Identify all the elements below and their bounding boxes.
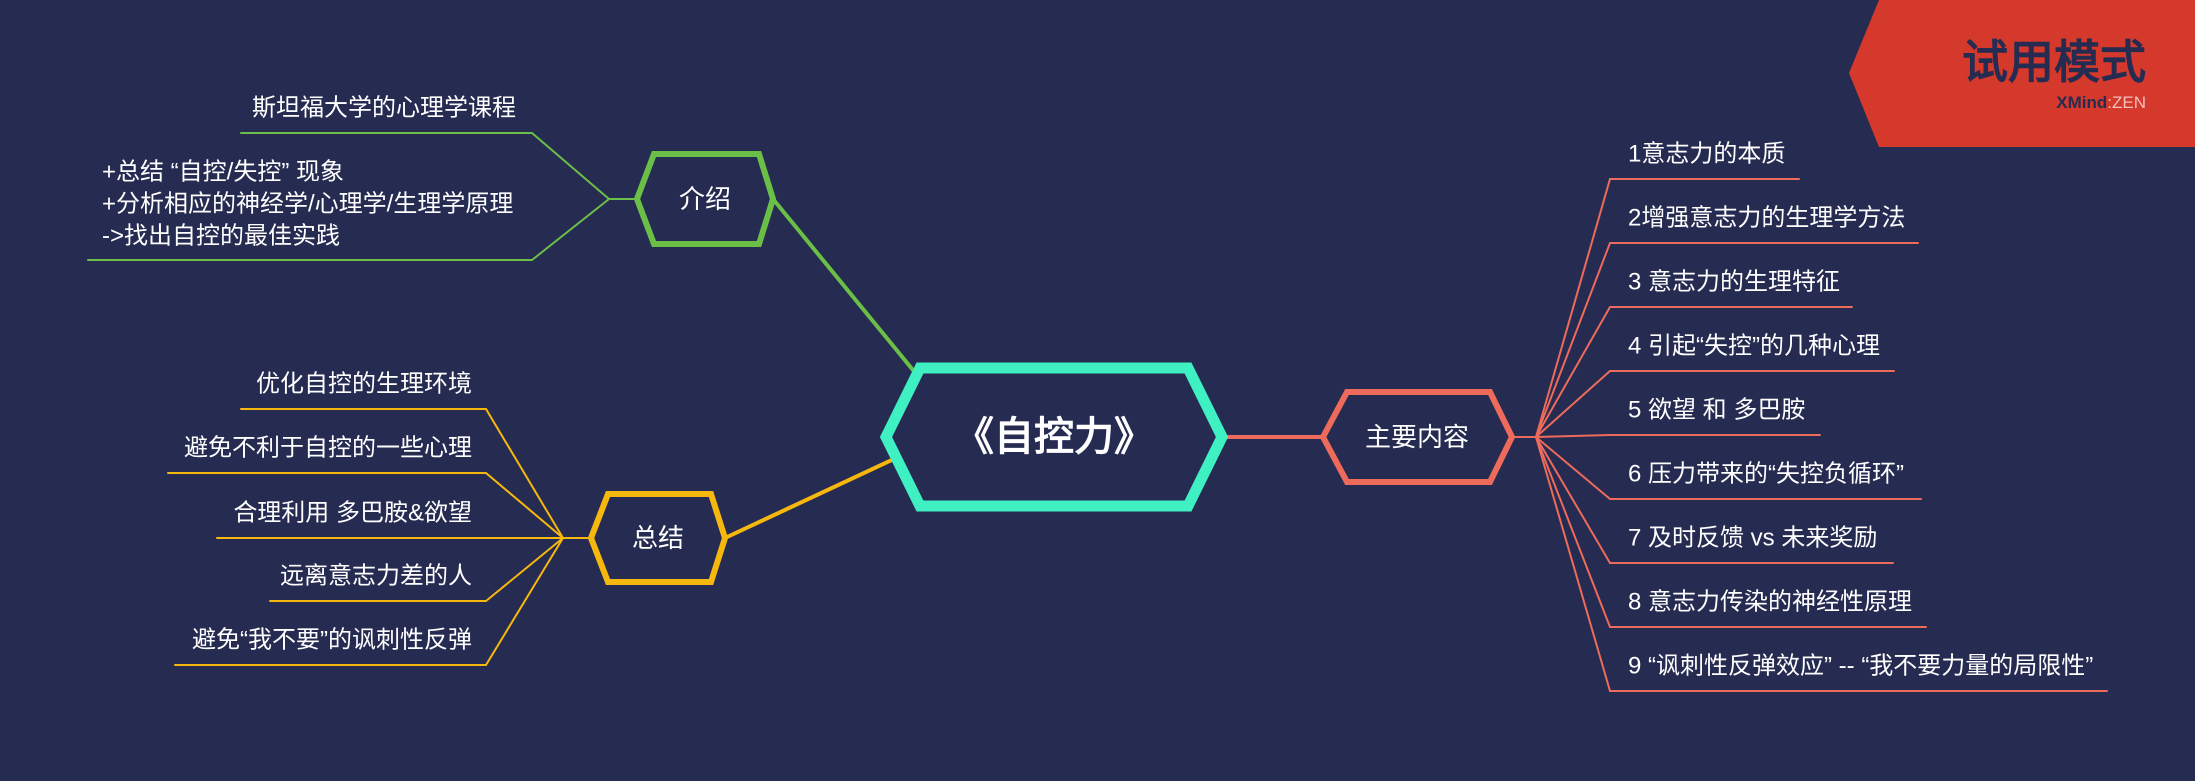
subtopic-label-line-1: +总结 “自控/失控” 现象 [102,159,344,186]
subtopic-intro-1[interactable]: 斯坦福大学的心理学课程 [240,95,533,134]
connector-main-content-subtopic-3 [1535,306,1611,438]
brand-edition: :ZEN [2107,93,2146,112]
subtopic-main-content-7[interactable]: 7 及时反馈 vs 未来奖励 [1609,525,1894,564]
central-topic[interactable]: 《自控力》 [879,362,1229,512]
subtopic-label: 4 引起“失控”的几种心理 [1628,333,1880,360]
subtopic-main-content-6[interactable]: 6 压力带来的“失控负循环” [1609,461,1922,500]
connector-main-content-subtopic-1 [1535,178,1611,438]
connector-main-content-subtopic-6 [1535,436,1611,500]
connector-summary-subtopic-1 [485,408,564,539]
subtopic-label: 6 压力带来的“失控负循环” [1628,461,1904,488]
subtopic-summary-5[interactable]: 避免“我不要”的讽刺性反弹 [174,627,487,666]
branch-connectors [723,197,1325,540]
subtopic-label-line-2: +分析相应的神经学/心理学/生理学原理 [102,191,513,218]
connector-main-content-subtopic-9 [1535,436,1611,692]
trial-mode-label: 试用模式 [1962,36,2146,88]
subtopic-label: 9 “讽刺性反弹效应” -- “我不要力量的局限性” [1628,653,2093,680]
topic-intro[interactable]: 介绍 [633,151,777,247]
subtopic-label: 优化自控的生理环境 [256,371,472,398]
subtopic-summary-2[interactable]: 避免不利于自控的一些心理 [167,435,487,474]
subtopic-main-content-9[interactable]: 9 “讽刺性反弹效应” -- “我不要力量的局限性” [1609,653,2108,692]
subtopic-label: 合理利用 多巴胺&欲望 [233,500,472,527]
subtopic-summary-3[interactable]: 合理利用 多巴胺&欲望 [216,500,487,539]
brand-name: XMind [2056,93,2107,112]
subtopic-main-content-3[interactable]: 3 意志力的生理特征 [1609,269,1853,308]
topic-summary[interactable]: 总结 [587,491,729,585]
connector-summary-subtopic-2 [485,472,564,539]
subtopic-label: 远离意志力差的人 [280,563,472,590]
connector-summary-subtopic-5 [485,537,564,666]
connector-main-content-subtopic-8 [1535,436,1611,628]
subtopic-label: 斯坦福大学的心理学课程 [252,95,516,122]
central-topic-shape [879,362,1229,512]
subtopic-main-content-2[interactable]: 2增强意志力的生理学方法 [1609,205,1919,244]
subtopic-main-content-5[interactable]: 5 欲望 和 多巴胺 [1609,397,1821,436]
subtopic-summary-4[interactable]: 远离意志力差的人 [269,563,487,602]
connector-main-content-subtopic-2 [1535,242,1611,438]
connector-main-content-subtopic-5 [1535,434,1611,438]
intro-subtopics: 斯坦福大学的心理学课程 +总结 “自控/失控” 现象 +分析相应的神经学/心理学… [87,95,638,261]
topic-summary-shape [587,491,729,585]
topic-intro-label: 介绍 [679,184,731,214]
connector-intro-subtopic-2 [531,198,610,261]
connector-summary-subtopic-4 [485,537,564,602]
topic-intro-shape [633,151,777,247]
connector-main-content-subtopic-7 [1535,436,1611,564]
connector-main-content-subtopic-4 [1535,370,1611,438]
topic-main-content-shape [1319,389,1516,485]
subtopic-label: 5 欲望 和 多巴胺 [1628,397,1805,424]
subtopic-label: 8 意志力传染的神经性原理 [1628,589,1912,616]
subtopic-label: 3 意志力的生理特征 [1628,269,1840,296]
subtopic-main-content-8[interactable]: 8 意志力传染的神经性原理 [1609,589,1927,628]
subtopic-label-line-3: ->找出自控的最佳实践 [102,223,340,250]
trial-mode-badge[interactable]: 试用模式 XMind:ZEN [1849,0,2195,147]
subtopic-label: 2增强意志力的生理学方法 [1628,205,1905,232]
xmind-zen-logo: XMind:ZEN [2056,93,2146,112]
subtopic-summary-1[interactable]: 优化自控的生理环境 [240,371,487,410]
main-content-subtopics: 1意志力的本质 2增强意志力的生理学方法 3 意志力的生理特征 4 引起“失控”… [1511,141,2108,692]
subtopic-intro-2[interactable]: +总结 “自控/失控” 现象 +分析相应的神经学/心理学/生理学原理 ->找出自… [87,159,533,261]
subtopic-main-content-4[interactable]: 4 引起“失控”的几种心理 [1609,333,1895,372]
subtopic-main-content-1[interactable]: 1意志力的本质 [1609,141,1800,180]
subtopic-label: 1意志力的本质 [1628,141,1785,168]
topic-main-content[interactable]: 主要内容 [1319,389,1516,485]
subtopic-label: 避免不利于自控的一些心理 [184,435,472,462]
summary-subtopics: 优化自控的生理环境 避免不利于自控的一些心理 合理利用 多巴胺&欲望 远离意志力… [167,371,592,666]
connector-central-to-summary [723,456,898,540]
topic-main-content-label: 主要内容 [1365,422,1469,452]
connector-central-to-intro [771,197,919,377]
subtopic-label: 避免“我不要”的讽刺性反弹 [192,627,472,654]
connector-intro-subtopic-1 [531,132,610,200]
trial-mode-badge-shape [1849,0,2195,147]
subtopic-label: 7 及时反馈 vs 未来奖励 [1628,525,1877,552]
topic-summary-label: 总结 [632,523,684,553]
central-topic-label: 《自控力》 [954,415,1154,459]
